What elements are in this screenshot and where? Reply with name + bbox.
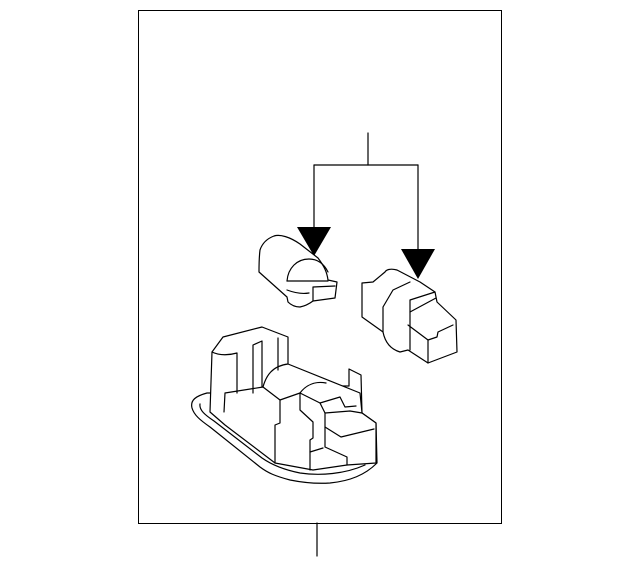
bulb-left[interactable] [258, 234, 338, 308]
diagram-frame [138, 10, 502, 524]
arrow-right-icon [401, 249, 435, 279]
lamp-housing[interactable] [191, 326, 378, 484]
bulb-right[interactable] [361, 268, 458, 364]
bulb-leader-lines [297, 132, 435, 279]
arrow-left-icon [297, 227, 331, 256]
